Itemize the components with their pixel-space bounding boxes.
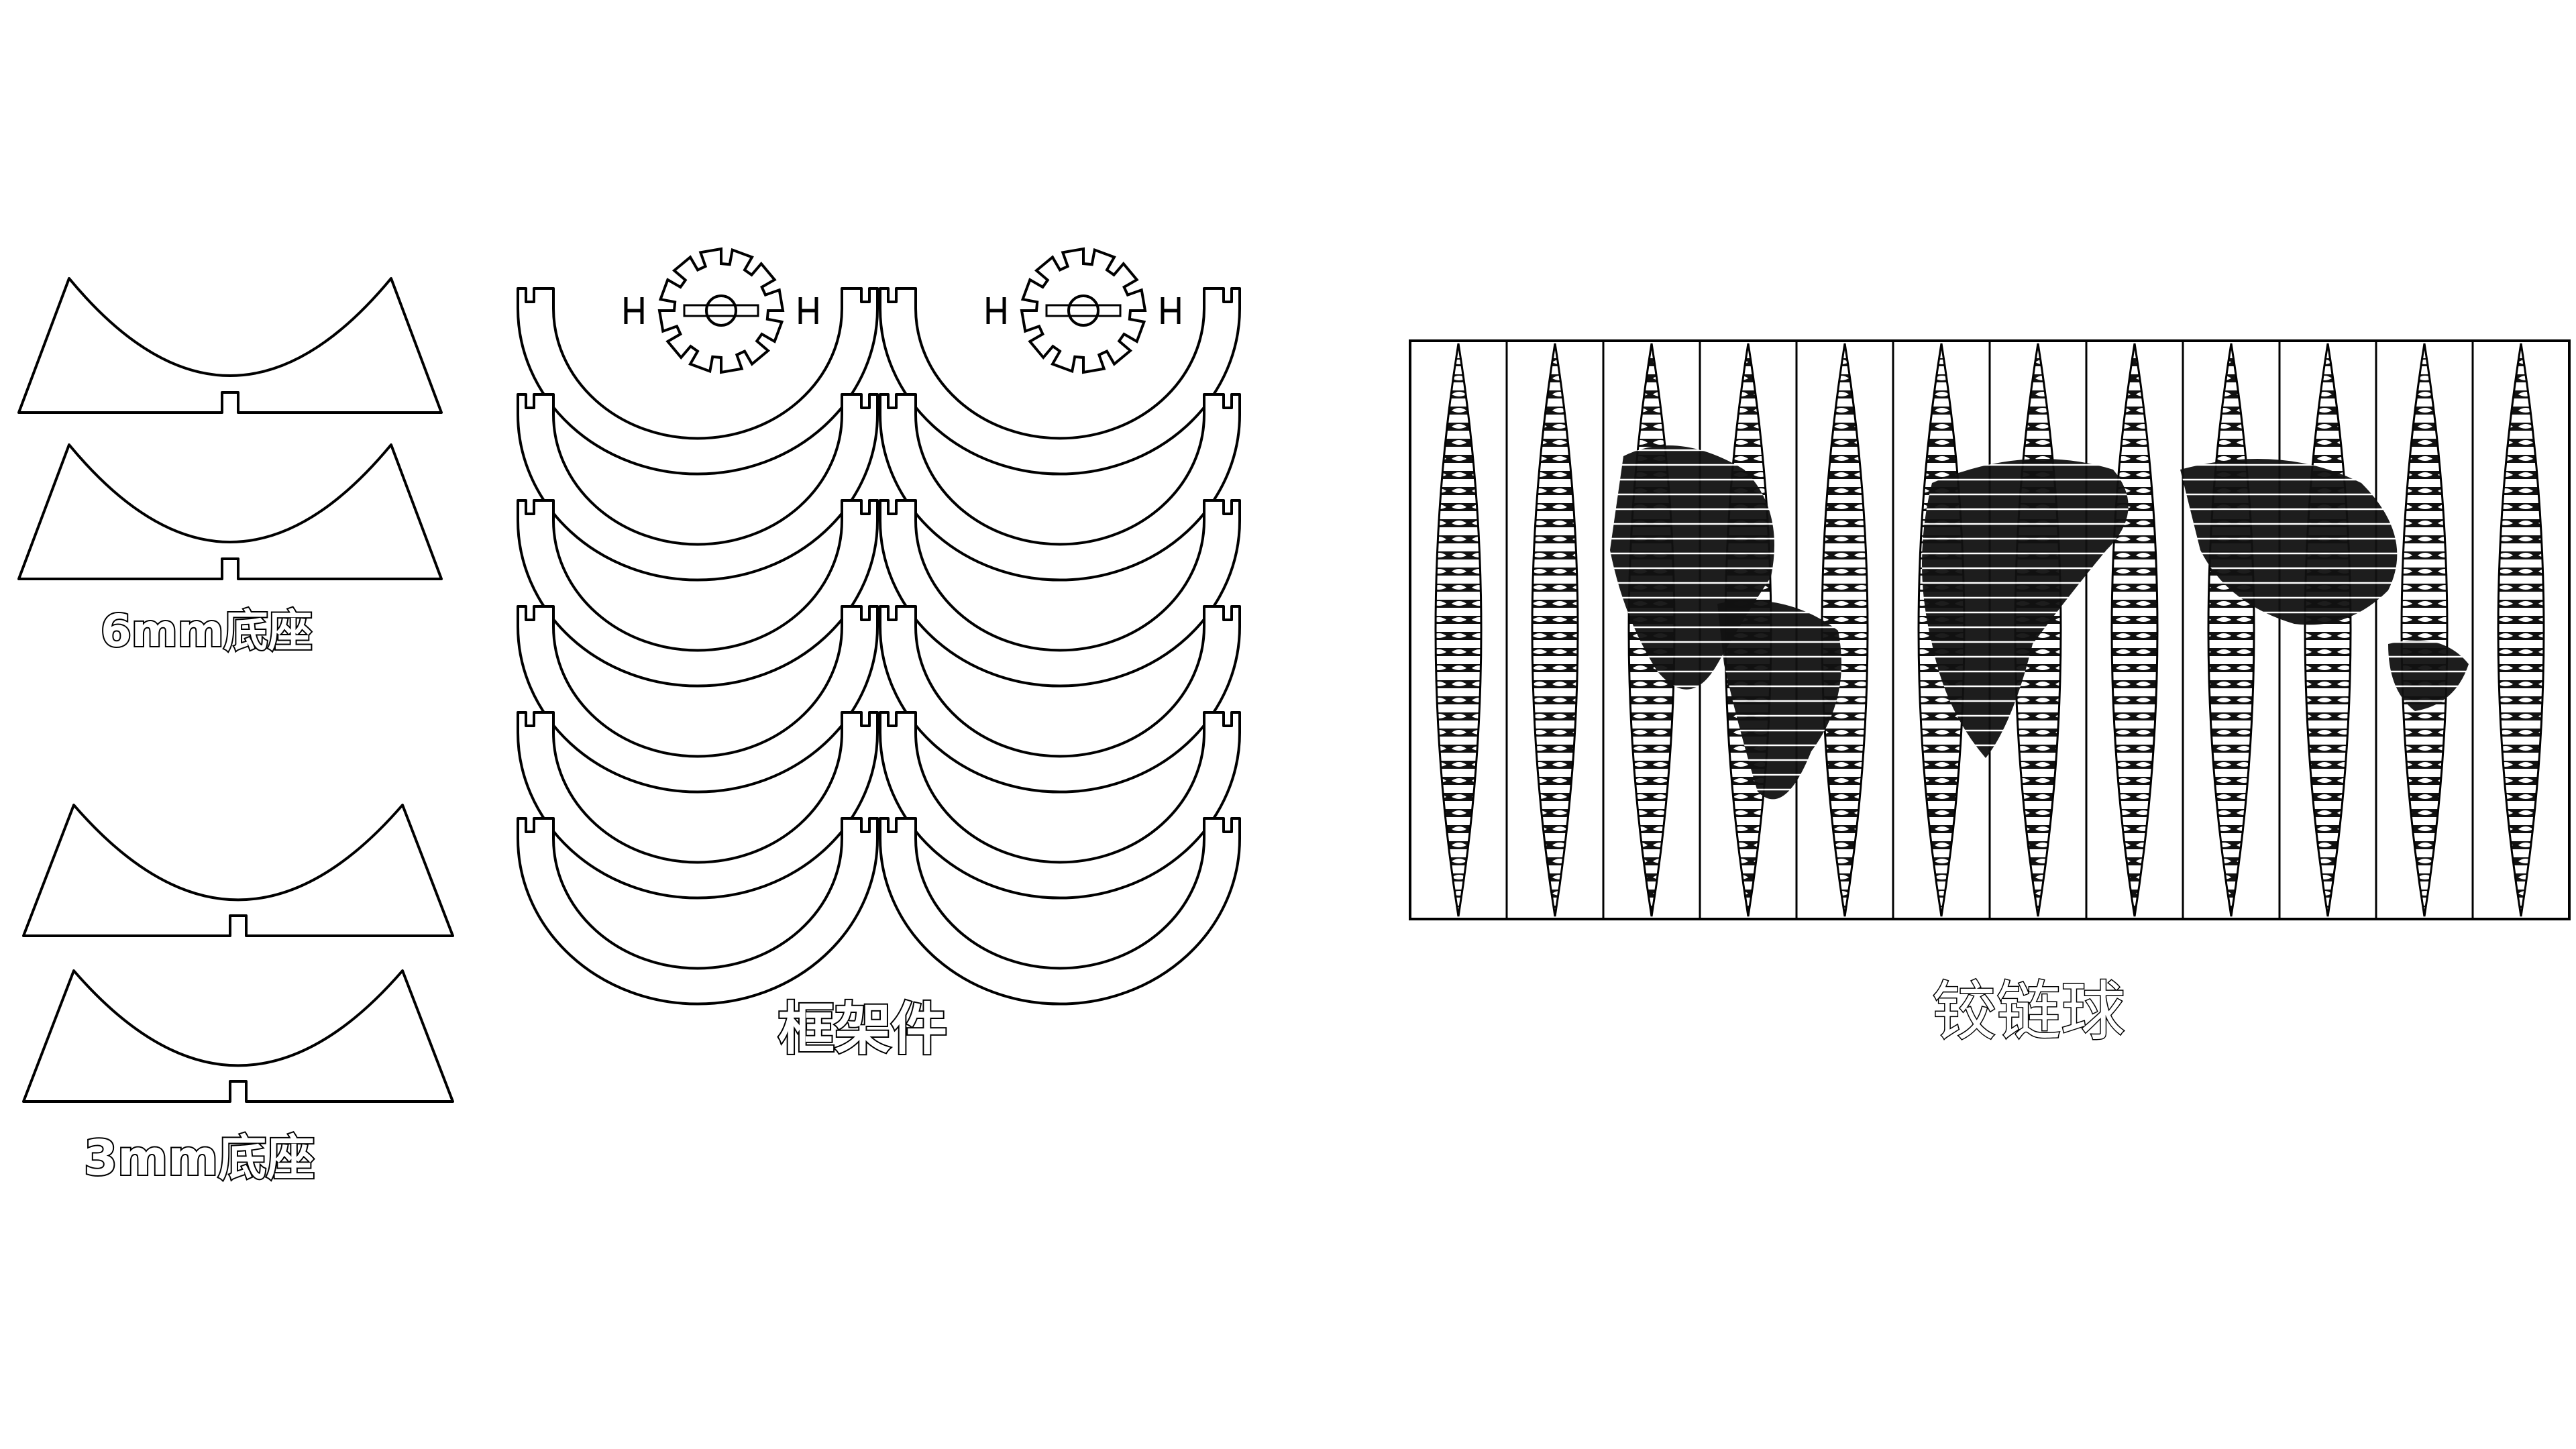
frame-arc-r2-c1 [517,393,879,582]
frame-arc-r5-c1 [517,711,879,900]
hub-pieces [624,247,1181,374]
gore-10 [2304,343,2352,917]
gore-5 [1821,343,1869,917]
frame-arc-r3-c2 [879,499,1241,688]
hinge-ball-gores [1409,339,2571,920]
base-plate-3mm-1 [22,804,454,937]
land-mass-5 [2388,640,2469,711]
label-frame-parts: 框架件 [777,996,949,1062]
frame-arc-r6-c2 [879,817,1241,1006]
hub-gear-left [624,247,818,374]
base-plate-6mm-1 [17,277,443,414]
frame-arc-r5-c2 [879,711,1241,900]
frame-arc-r6-c1 [517,817,879,1006]
gore-1 [1434,343,1483,917]
hub-gear-right [986,247,1181,374]
frame-arc-r1-c2 [879,287,1241,476]
gore-12 [2497,343,2545,917]
frame-arc-r4-c1 [517,605,879,794]
gore-11 [2400,343,2449,917]
frame-parts-group [517,287,1241,1006]
land-mass-4 [2180,459,2398,625]
frame-arc-r3-c1 [517,499,879,688]
frame-arc-r1-c1 [517,287,879,476]
gore-8 [2110,343,2159,917]
base-plate-6mm-2 [17,443,443,580]
base-plate-3mm-2 [22,969,454,1103]
land-mass-3 [1922,459,2129,758]
gore-2 [1531,343,1579,917]
gore-9 [2207,343,2255,917]
label-6mm-base: 6mm底座 [99,605,313,657]
label-3mm-base: 3mm底座 [83,1130,316,1186]
label-hinge-ball: 铰链球 [1931,974,2127,1049]
base-plates [17,277,454,1103]
land-mass-2 [1717,600,1841,800]
frame-arc-r4-c2 [879,605,1241,794]
frame-arc-r2-c2 [879,393,1241,582]
